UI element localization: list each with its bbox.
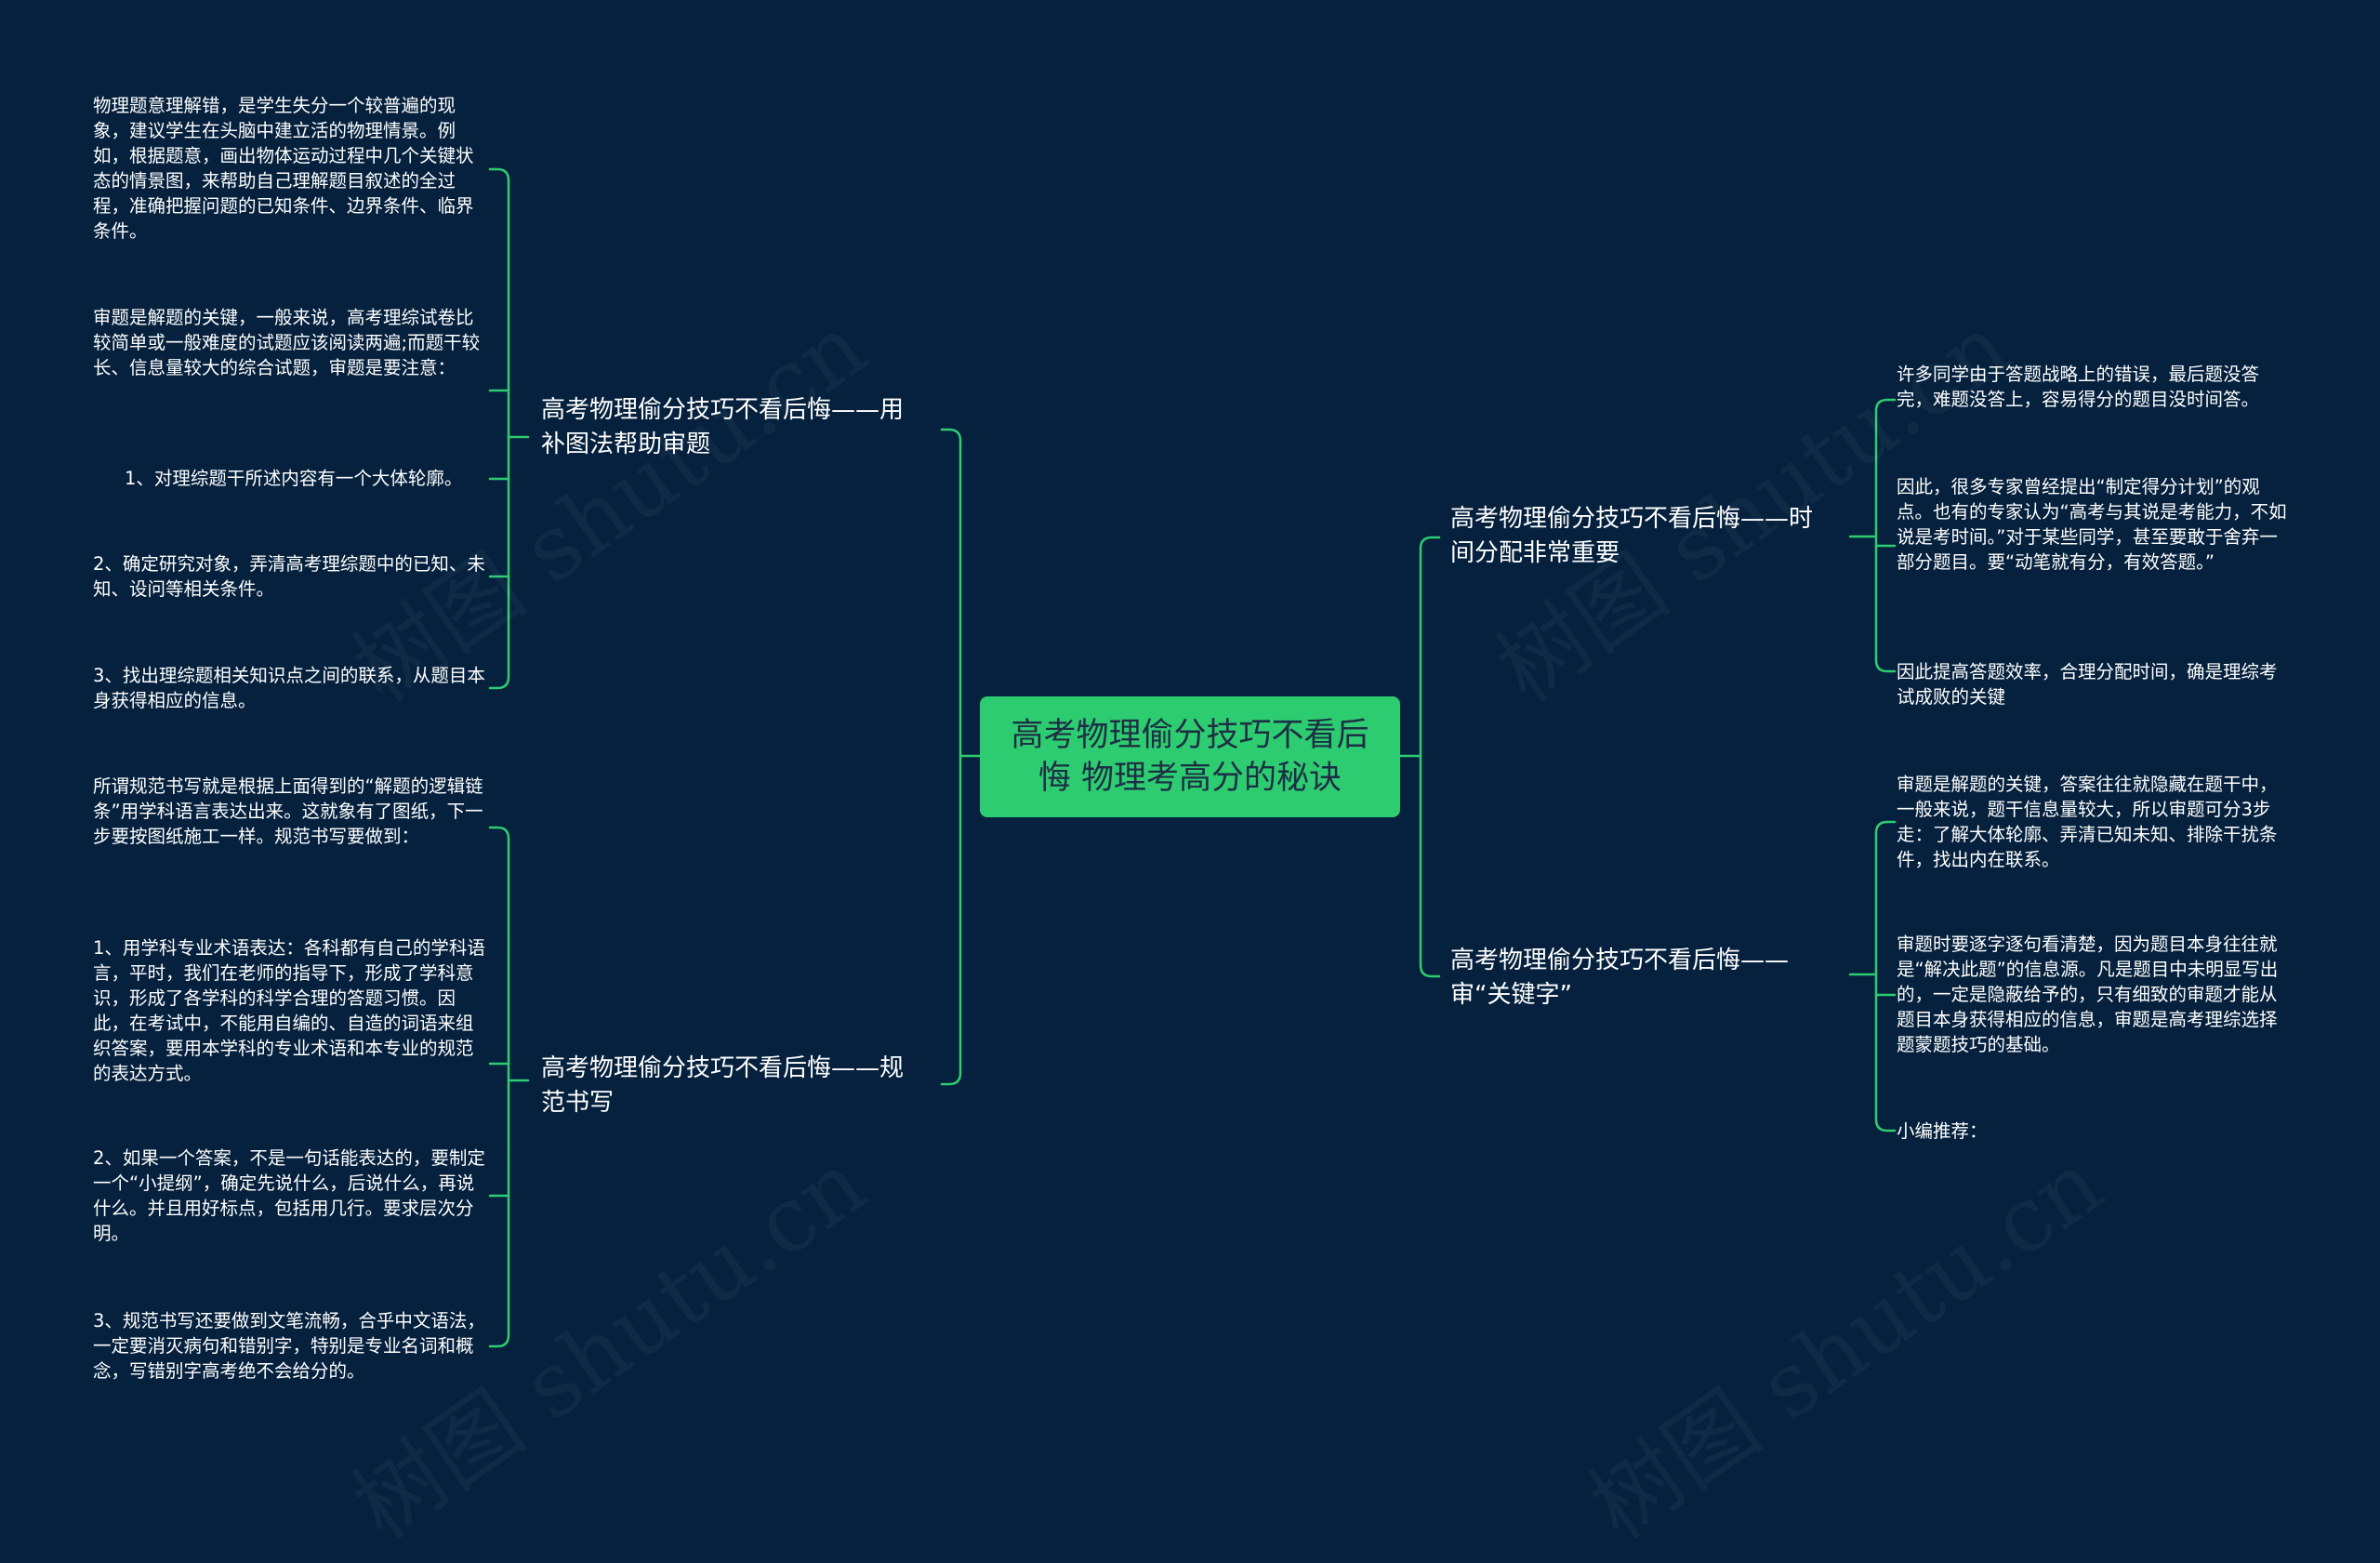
leaf-node[interactable]: 3、规范书写还要做到文笔流畅，合乎中文语法，一定要消灭病句和错别字，特别是专业名… [93, 1310, 485, 1382]
root-right-tick [1419, 536, 1441, 550]
b1-tick [488, 826, 510, 841]
leaf-node[interactable]: 1、用学科专业术语表达：各科都有自己的学科语言，平时，我们在老师的指导下，形成了… [93, 937, 485, 1084]
leaf-node[interactable]: 3、找出理综题相关知识点之间的联系，从题目本身获得相应的信息。 [93, 665, 485, 711]
leaf-node[interactable]: 因此，很多专家曾经提出“制定得分计划”的观点。也有的专家认为“高考与其说是考能力… [1897, 476, 2287, 573]
leaf-node[interactable]: 因此提高答题效率，合理分配时间，确是理综考试成败的关键 [1897, 661, 2278, 708]
branch-label: 高考物理偷分技巧不看后悔——审“关键字” [1450, 947, 1790, 1009]
branch-label: 高考物理偷分技巧不看后悔——用补图法帮助审题 [541, 396, 905, 458]
leaf-node[interactable]: 审题是解题的关键，一般来说，高考理综试卷比较简单或一般难度的试题应该阅读两遍;而… [93, 307, 481, 378]
leaf-node[interactable]: 物理题意理解错，是学生失分一个较普遍的现象，建议学生在头脑中建立活的物理情景。例… [93, 95, 474, 242]
root-node[interactable]: 高考物理偷分技巧不看后悔 物理考高分的秘诀 [980, 696, 1400, 817]
leaf-node[interactable]: 审题是解题的关键，答案往往就隐藏在题干中，一般来说，题干信息量较大，所以审题可分… [1897, 774, 2278, 870]
root-label: 高考物理偷分技巧不看后悔 物理考高分的秘诀 [1011, 717, 1369, 797]
leaf-node[interactable]: 2、如果一个答案，不是一句话能表达的，要制定一个“小提纲”，确定先说什么，后说什… [93, 1147, 485, 1244]
leaf-node[interactable]: 1、对理综题干所述内容有一个大体轮廓。 [125, 468, 463, 489]
branch-label: 高考物理偷分技巧不看后悔——时间分配非常重要 [1450, 505, 1814, 567]
branch-label: 高考物理偷分技巧不看后悔——规范书写 [541, 1054, 905, 1117]
b1-tick [488, 1333, 510, 1348]
root-left-tick [940, 1071, 962, 1086]
leaf-node[interactable]: 许多同学由于答题战略上的错误，最后题没答完，难题没答上，容易得分的题目没时间答。 [1897, 364, 2260, 410]
branch-node-standard-writing[interactable]: 高考物理偷分技巧不看后悔——规范书写 [541, 1052, 922, 1120]
b2-tick [1874, 658, 1897, 673]
leaf-node[interactable]: 小编推荐： [1897, 1120, 1988, 1142]
branch-node-time-allocation[interactable]: 高考物理偷分技巧不看后悔——时间分配非常重要 [1450, 502, 1831, 571]
connector-lines [488, 167, 1897, 1348]
b3-tick [1874, 820, 1897, 835]
root-right-tick [1419, 963, 1441, 978]
b3-tick [1874, 1118, 1897, 1133]
branch-node-diagram-method[interactable]: 高考物理偷分技巧不看后悔——用补图法帮助审题 [541, 393, 922, 462]
b2-tick [1874, 398, 1897, 413]
b0-tick [488, 167, 510, 182]
branch-node-keywords[interactable]: 高考物理偷分技巧不看后悔——审“关键字” [1450, 944, 1845, 1013]
leaf-node[interactable]: 2、确定研究对象，弄清高考理综题中的已知、未知、设问等相关条件。 [93, 553, 485, 600]
leaf-node[interactable]: 所谓规范书写就是根据上面得到的“解题的逻辑链条”用学科语言表达出来。这就象有了图… [93, 775, 483, 847]
leaf-node[interactable]: 审题时要逐字逐句看清楚，因为题目本身往往就是“解决此题”的信息源。凡是题目中未明… [1897, 934, 2279, 1055]
root-left-tick [940, 428, 962, 443]
b0-tick [488, 675, 510, 690]
